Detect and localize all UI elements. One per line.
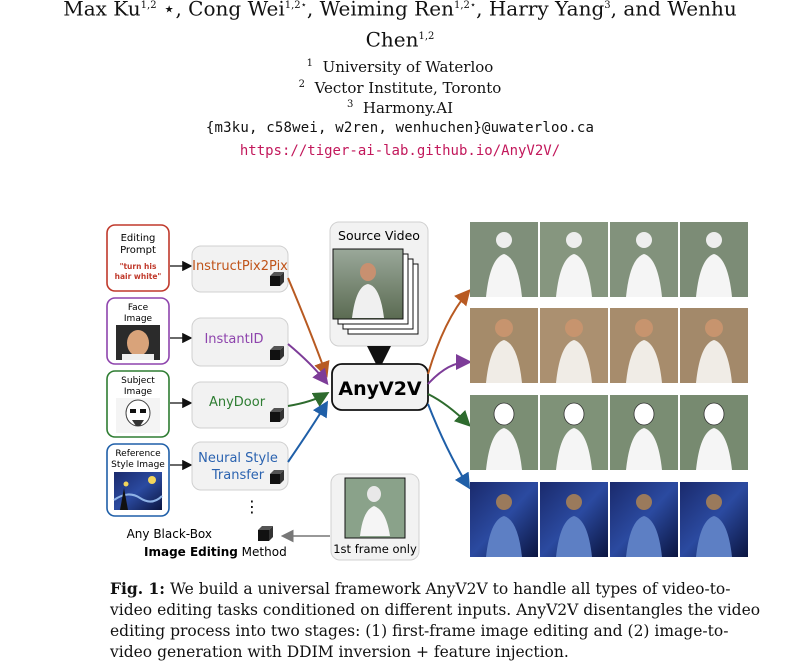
author-ren: , Weiming Ren — [306, 0, 454, 21]
blackbox-cube-icon — [270, 272, 284, 286]
any-blackbox-label: Any Black-Box Image Editing Method — [127, 526, 287, 559]
author-chen: Chen — [365, 27, 419, 52]
prompt-quote-line: hair white" — [115, 272, 162, 281]
input-label-line: Prompt — [120, 245, 156, 256]
ellipsis: ⋮ — [244, 497, 260, 516]
blackbox-cube-icon — [258, 526, 273, 541]
input-label-line: Image — [124, 314, 153, 324]
blackbox-line-2: Image Editing Method — [144, 545, 287, 559]
input-reference-style: Reference Style Image — [106, 443, 170, 517]
blackbox-cube-icon — [270, 346, 284, 360]
project-url-link[interactable]: https://tiger-ai-lab.github.io/AnyV2V/ — [239, 143, 561, 159]
author-ku-sup: 1,2 — [140, 0, 157, 11]
affiliation-name: University of Waterloo — [322, 58, 494, 76]
input-label-line: Reference — [115, 449, 161, 459]
input-subject-image: Subject Image — [106, 370, 170, 438]
source-video-box: Source Video — [329, 221, 429, 347]
affiliation-2: 2 Vector Institute, Toronto — [0, 79, 800, 97]
affiliation-3: 3 Harmony.AI — [0, 99, 800, 117]
author-emails: {m3ku, c58wei, w2ren, wenhuchen}@uwaterl… — [205, 120, 595, 136]
author-star: ⋆ — [156, 0, 176, 21]
output-row-style-transfer — [470, 482, 748, 557]
method-neural-style-transfer: Neural Style Transfer — [191, 441, 289, 491]
author-ku: Max Ku — [63, 0, 141, 21]
method-instructpix2pix: InstructPix2Pix — [191, 245, 289, 293]
input-label-line: Face — [128, 303, 149, 313]
method-label: AnyDoor — [209, 395, 266, 410]
author-wei-sup: 1,2⋆ — [284, 0, 307, 11]
method-label: Transfer — [211, 468, 265, 483]
anyv2v-core-box: AnyV2V — [331, 363, 429, 411]
author-yang: , Harry Yang — [476, 0, 605, 21]
blackbox-cube-icon — [270, 408, 284, 422]
author-line-2: Chen1,2 — [0, 23, 800, 54]
method-label: Neural Style — [198, 451, 278, 466]
author-wei: , Cong Wei — [175, 0, 285, 21]
figure-anyv2v: Editing Prompt "turn his hair white" Fac… — [106, 221, 748, 561]
input-editing-prompt: Editing Prompt "turn his hair white" — [106, 224, 170, 292]
source-video-label: Source Video — [338, 228, 420, 243]
input-label-line: Image — [124, 387, 153, 397]
input-label-line: Style Image — [111, 460, 165, 470]
output-row-white-hair — [470, 222, 748, 297]
blackbox-bold: Image Editing — [144, 545, 238, 559]
prompt-quote-line: "turn his — [120, 262, 157, 271]
figure-label: Fig. 1: — [110, 579, 166, 598]
affiliation-name: Vector Institute, Toronto — [314, 79, 502, 97]
affiliation-num: 3 — [346, 99, 354, 110]
input-label-line: Editing — [121, 233, 156, 244]
blackbox-line-1: Any Black-Box — [127, 527, 212, 541]
first-frame-box: 1st frame only — [330, 473, 420, 561]
method-anydoor: AnyDoor — [191, 381, 289, 429]
output-row-stormtrooper — [470, 395, 748, 470]
author-list: Max Ku1,2 ⋆, Cong Wei1,2⋆, Weiming Ren1,… — [0, 0, 800, 53]
input-label-line: Subject — [121, 376, 155, 386]
affiliation-name: Harmony.AI — [362, 99, 454, 117]
author-ren-sup: 1,2⋆ — [453, 0, 477, 11]
input-face-image: Face Image — [106, 297, 170, 365]
author-yang-sup: 3 — [604, 0, 611, 11]
affiliation-num: 1 — [306, 58, 314, 69]
method-label: InstructPix2Pix — [192, 259, 288, 274]
blackbox-cube-icon — [270, 470, 284, 484]
caption-text: We build a universal framework AnyV2V to… — [110, 580, 761, 661]
blackbox-tail: Method — [238, 545, 287, 559]
anyv2v-label: AnyV2V — [338, 378, 422, 400]
author-chen-sup: 1,2 — [418, 30, 435, 42]
method-instantid: InstantID — [191, 317, 289, 367]
first-frame-label: 1st frame only — [333, 542, 417, 556]
author-line-1: Max Ku1,2 ⋆, Cong Wei1,2⋆, Weiming Ren1,… — [0, 0, 800, 23]
author-and: , and Wenhu — [610, 0, 737, 21]
affiliation-1: 1 University of Waterloo — [0, 58, 800, 76]
affiliation-num: 2 — [298, 79, 306, 90]
figure-caption: Fig. 1: We build a universal framework A… — [110, 578, 770, 663]
output-row-face-swap — [470, 308, 748, 383]
method-label: InstantID — [204, 332, 263, 347]
